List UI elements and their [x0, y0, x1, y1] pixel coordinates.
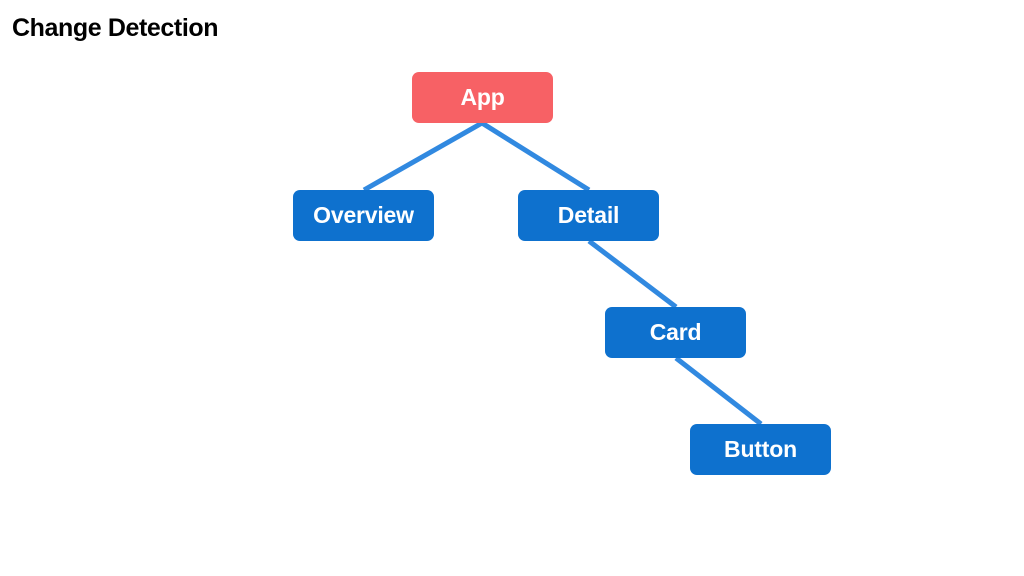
tree-node-overview[interactable]: Overview [293, 190, 434, 241]
tree-node-label: Overview [313, 202, 414, 228]
page-title: Change Detection [12, 14, 219, 42]
tree-node-label: Card [649, 319, 702, 345]
tree-edge-app-to-detail [480, 120, 591, 193]
tree-node-label: App [460, 84, 505, 110]
tree-node-label: Button [724, 436, 797, 462]
tree-node-label: Detail [557, 202, 620, 228]
tree-node-card[interactable]: Card [605, 307, 746, 358]
tree-edge-detail-to-card [587, 239, 678, 309]
tree-edge-card-to-button [674, 356, 763, 426]
tree-node-app[interactable]: App [412, 72, 553, 123]
tree-node-detail[interactable]: Detail [518, 190, 659, 241]
tree-node-button[interactable]: Button [690, 424, 831, 475]
tree-edge-app-to-overview [362, 120, 484, 193]
